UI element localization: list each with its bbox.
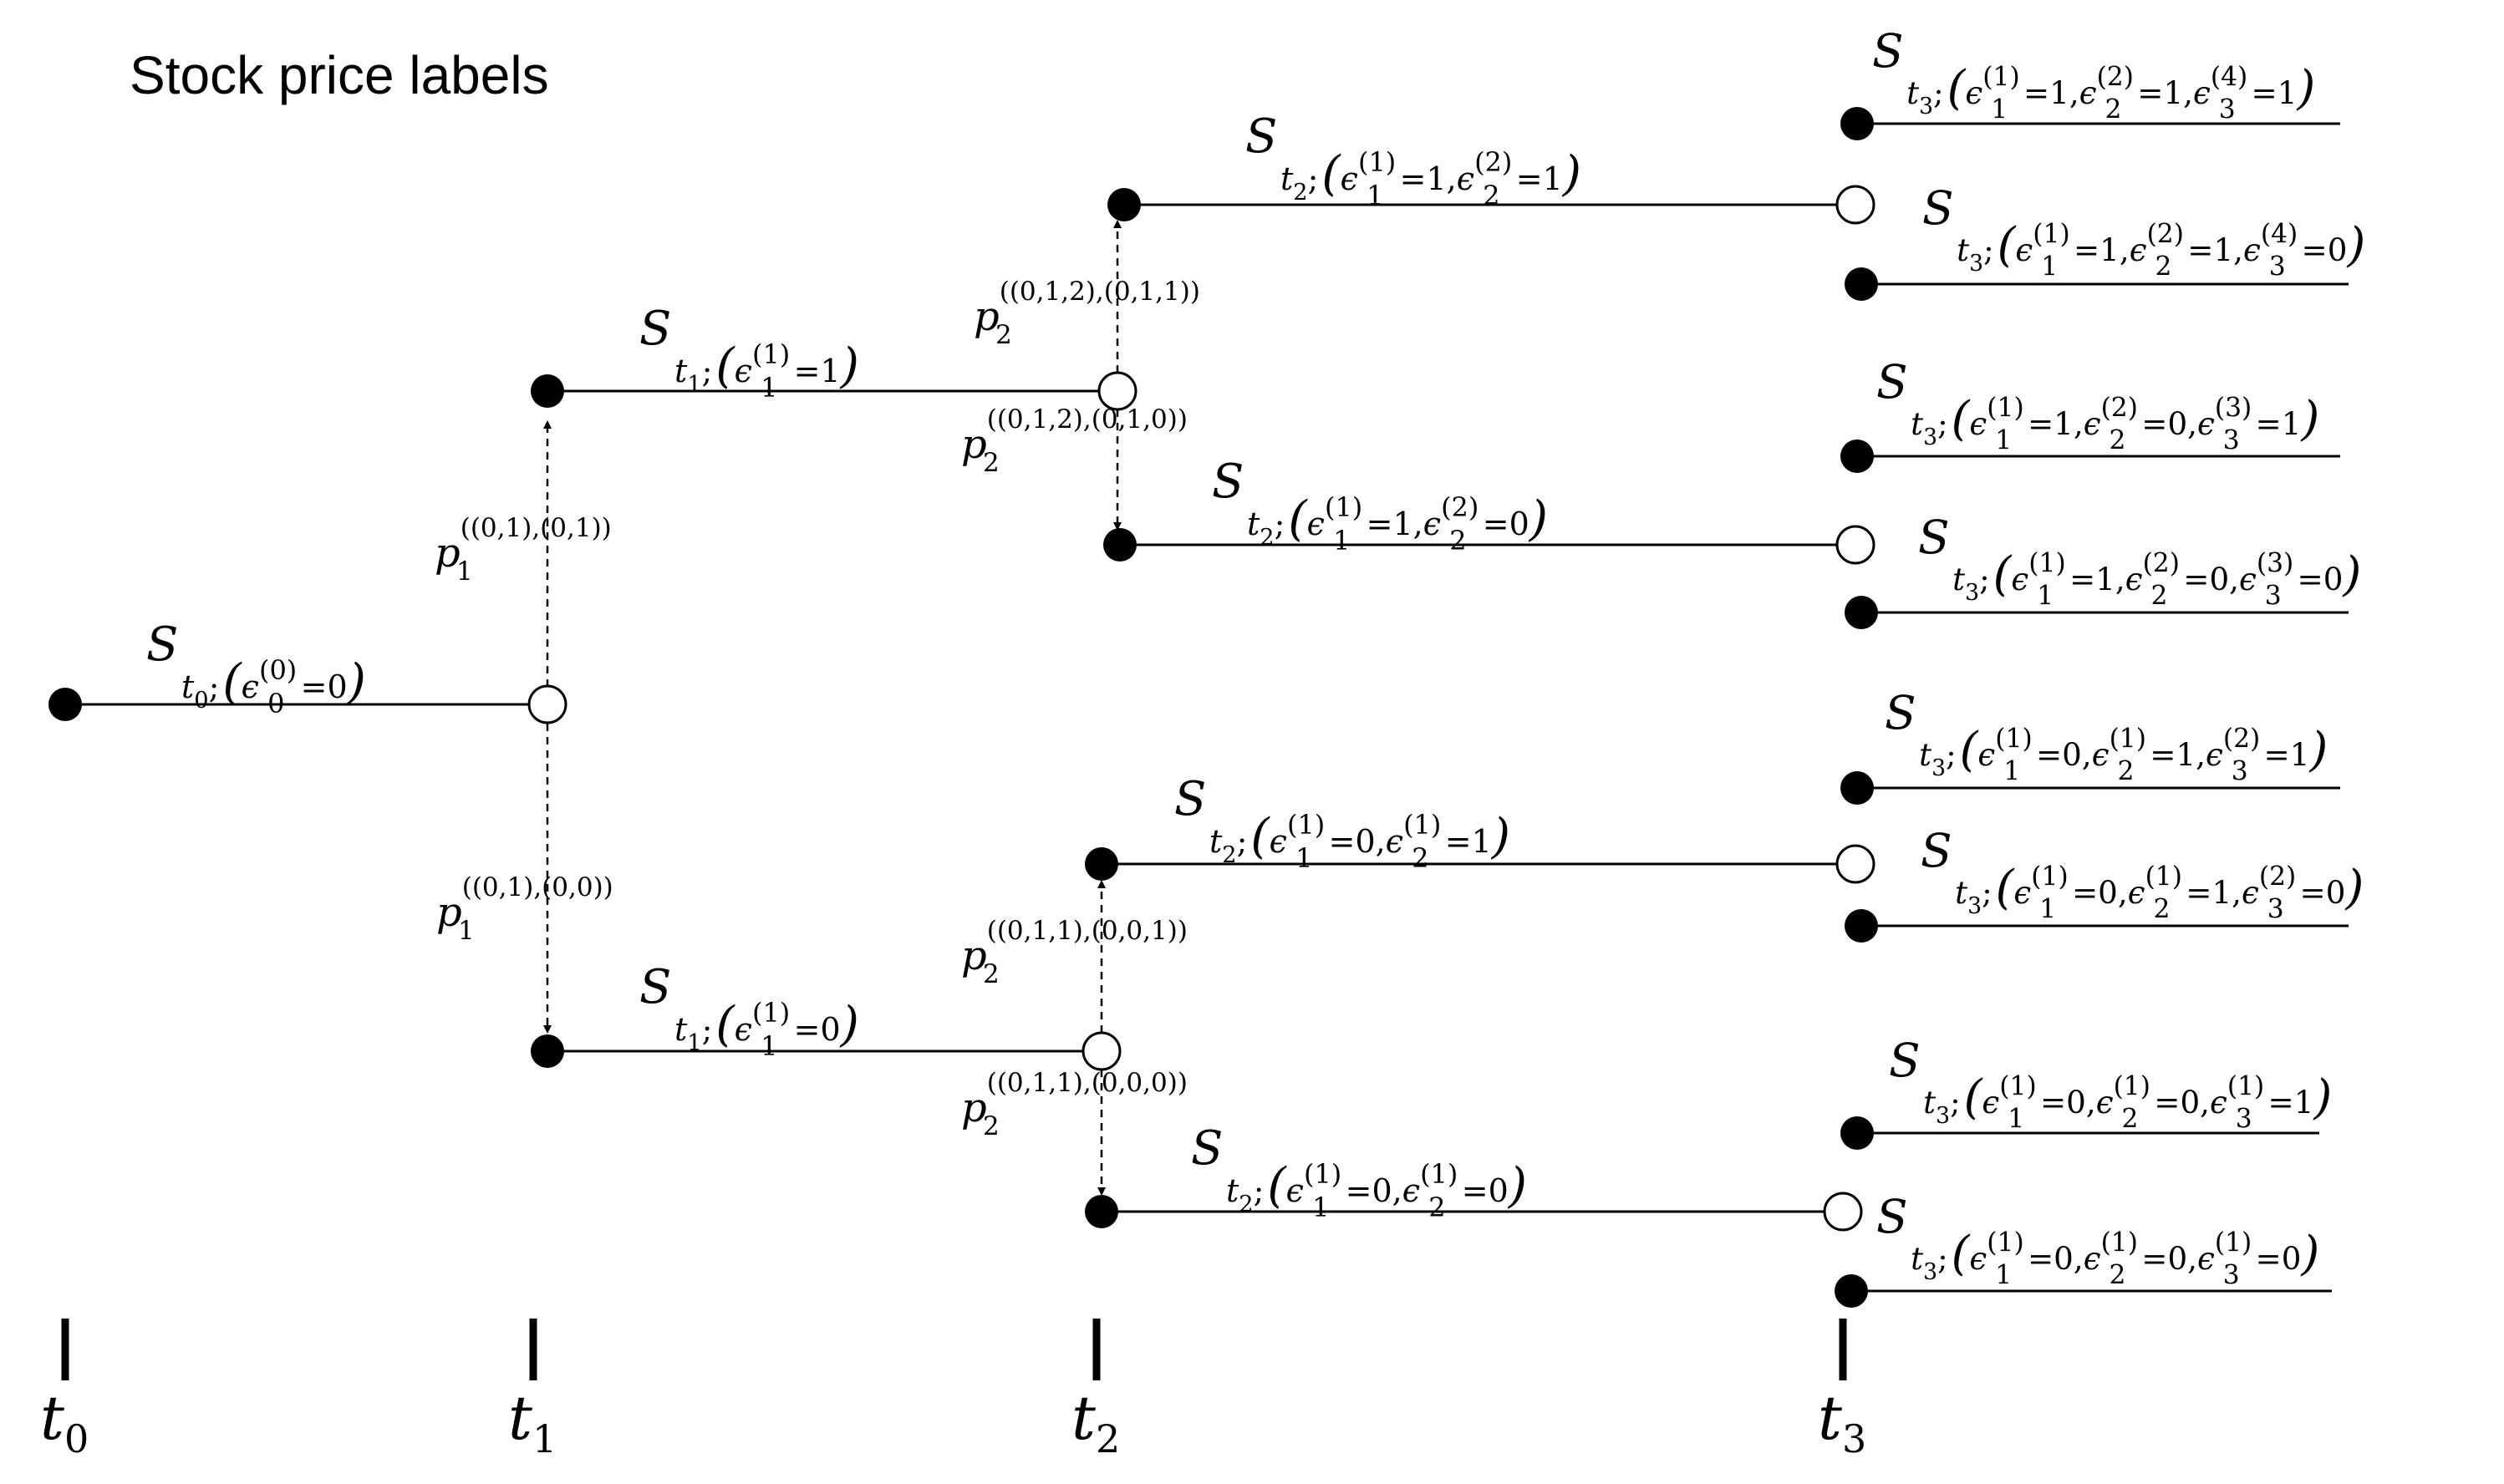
price-label-s2dd: St2;(ϵ(1)1=0,ϵ(1)2=0) — [1191, 1121, 1527, 1223]
price-label-s2uu: St2;(ϵ(1)1=1,ϵ(2)2=1) — [1245, 109, 1581, 211]
svg-text:St2;(ϵ(1)1=1,ϵ(2)2=0): St2;(ϵ(1)1=1,ϵ(2)2=0) — [1212, 455, 1548, 556]
prob-label-p1d: p((0,1),(0,0)) — [436, 872, 613, 936]
branch-node-t1 — [527, 684, 567, 724]
node-t2-uu — [1107, 188, 1141, 221]
svg-text:St0;(ϵ(0)0=0): St0;(ϵ(0)0=0) — [146, 617, 366, 719]
prob-label-p2du: p((0,1,1),(0,0,1)) — [961, 916, 1188, 979]
branch-node-t3-1 — [1835, 185, 1875, 225]
price-label-s3_5: St3;(ϵ(1)1=0,ϵ(1)2=1,ϵ(2)3=1) — [1885, 686, 2328, 787]
svg-text:St3;(ϵ(1)1=1,ϵ(2)2=0,ϵ(3)3=0): St3;(ϵ(1)1=1,ϵ(2)2=0,ϵ(3)3=0) — [1918, 511, 2361, 612]
price-label-s1d: St1;(ϵ(1)1=0) — [639, 960, 859, 1062]
branch-node-t2-down — [1082, 1031, 1122, 1071]
svg-text:St1;(ϵ(1)1=0): St1;(ϵ(1)1=0) — [639, 960, 859, 1062]
branch-node-t3-3 — [1835, 844, 1875, 884]
node-t3-8 — [1835, 1274, 1868, 1308]
price-label-s3_4: St3;(ϵ(1)1=1,ϵ(2)2=0,ϵ(3)3=0) — [1918, 511, 2361, 612]
diagram-title: Stock price labels — [130, 45, 549, 105]
node-t3-3 — [1840, 440, 1874, 473]
time-label-0: t0 — [40, 1383, 89, 1461]
price-label-s2du: St2;(ϵ(1)1=0,ϵ(1)2=1) — [1174, 772, 1510, 874]
price-label-s3_3: St3;(ϵ(1)1=1,ϵ(2)2=0,ϵ(3)3=1) — [1876, 355, 2319, 456]
tree-nodes — [48, 107, 1878, 1308]
price-label-s0: St0;(ϵ(0)0=0) — [146, 617, 366, 719]
prob-label-p2ud: p((0,1,2),(0,1,0)) — [961, 404, 1188, 468]
price-label-s2ud: St2;(ϵ(1)1=1,ϵ(2)2=0) — [1212, 455, 1548, 556]
prob-label-p1d-index: 1 — [458, 916, 475, 946]
branch-node-t3-2 — [1835, 525, 1875, 565]
time-label-1: t1 — [508, 1383, 557, 1461]
prob-label-p1u-index: 1 — [456, 556, 473, 587]
price-label-s3_8: St3;(ϵ(1)1=0,ϵ(1)2=0,ϵ(1)3=0) — [1876, 1190, 2319, 1291]
probability-arrows — [543, 220, 1122, 1196]
svg-text:St3;(ϵ(1)1=1,ϵ(2)2=0,ϵ(3)3=1): St3;(ϵ(1)1=1,ϵ(2)2=0,ϵ(3)3=1) — [1876, 355, 2319, 456]
svg-text:St3;(ϵ(1)1=0,ϵ(1)2=0,ϵ(1)3=1): St3;(ϵ(1)1=0,ϵ(1)2=0,ϵ(1)3=1) — [1889, 1034, 2332, 1135]
svg-text:St3;(ϵ(1)1=1,ϵ(2)2=1,ϵ(4)3=1): St3;(ϵ(1)1=1,ϵ(2)2=1,ϵ(4)3=1) — [1872, 24, 2315, 125]
time-label-3: t3 — [1818, 1383, 1866, 1461]
prob-label-p1u: p((0,1),(0,1)) — [435, 513, 612, 577]
node-t0 — [48, 688, 82, 721]
price-label-s3_6: St3;(ϵ(1)1=0,ϵ(1)2=1,ϵ(2)3=0) — [1921, 824, 2364, 925]
node-t3-2 — [1845, 267, 1878, 301]
node-t3-1 — [1840, 107, 1874, 140]
node-t1-down — [531, 1034, 564, 1068]
price-labels: St0;(ϵ(0)0=0) St1;(ϵ(1)1=1) St1;(ϵ(1)1=0) S… — [146, 24, 2365, 1291]
branch-node-t2-up — [1097, 371, 1137, 411]
prob-label-p2ud-index: 2 — [983, 448, 1000, 478]
node-t2-ud — [1103, 528, 1137, 562]
tree-edges — [65, 122, 2349, 1293]
node-t3-4 — [1845, 596, 1878, 629]
prob-label-p2uu-index: 2 — [995, 320, 1012, 350]
price-label-s3_2: St3;(ϵ(1)1=1,ϵ(2)2=1,ϵ(4)3=0) — [1922, 181, 2365, 282]
probability-labels: p((0,1),(0,1))1p((0,1),(0,0))1p((0,1,2),… — [435, 277, 1200, 1141]
time-label-2: t2 — [1071, 1383, 1120, 1461]
price-label-s3_7: St3;(ϵ(1)1=0,ϵ(1)2=0,ϵ(1)3=1) — [1889, 1034, 2332, 1135]
svg-text:St1;(ϵ(1)1=1): St1;(ϵ(1)1=1) — [639, 302, 859, 404]
prob-label-p2uu: p((0,1,2),(0,1,1)) — [974, 277, 1200, 340]
time-axis: t0 t1 t2 t3 — [40, 1319, 1866, 1461]
svg-text:St3;(ϵ(1)1=0,ϵ(1)2=1,ϵ(2)3=1): St3;(ϵ(1)1=0,ϵ(1)2=1,ϵ(2)3=1) — [1885, 686, 2328, 787]
svg-text:St2;(ϵ(1)1=0,ϵ(1)2=0): St2;(ϵ(1)1=0,ϵ(1)2=0) — [1191, 1121, 1527, 1223]
node-t2-du — [1085, 847, 1118, 881]
node-t3-6 — [1845, 909, 1878, 943]
svg-text:St3;(ϵ(1)1=1,ϵ(2)2=1,ϵ(4)3=0): St3;(ϵ(1)1=1,ϵ(2)2=1,ϵ(4)3=0) — [1922, 181, 2365, 282]
prob-label-p2dd: p((0,1,1),(0,0,0)) — [961, 1068, 1188, 1131]
svg-text:St3;(ϵ(1)1=0,ϵ(1)2=1,ϵ(2)3=0): St3;(ϵ(1)1=0,ϵ(1)2=1,ϵ(2)3=0) — [1921, 824, 2364, 925]
price-label-s3_1: St3;(ϵ(1)1=1,ϵ(2)2=1,ϵ(4)3=1) — [1872, 24, 2315, 125]
svg-text:St3;(ϵ(1)1=0,ϵ(1)2=0,ϵ(1)3=0): St3;(ϵ(1)1=0,ϵ(1)2=0,ϵ(1)3=0) — [1876, 1190, 2319, 1291]
svg-text:St2;(ϵ(1)1=1,ϵ(2)2=1): St2;(ϵ(1)1=1,ϵ(2)2=1) — [1245, 109, 1581, 211]
prob-label-p2du-index: 2 — [983, 959, 1000, 989]
node-t1-up — [531, 374, 564, 408]
node-t3-5 — [1840, 771, 1874, 805]
prob-label-p2dd-index: 2 — [983, 1111, 1000, 1141]
svg-text:St2;(ϵ(1)1=0,ϵ(1)2=1): St2;(ϵ(1)1=0,ϵ(1)2=1) — [1174, 772, 1510, 874]
node-t2-dd — [1085, 1195, 1118, 1228]
branch-node-t3-4 — [1823, 1192, 1863, 1232]
node-t3-7 — [1840, 1116, 1874, 1150]
price-label-s1u: St1;(ϵ(1)1=1) — [639, 302, 859, 404]
